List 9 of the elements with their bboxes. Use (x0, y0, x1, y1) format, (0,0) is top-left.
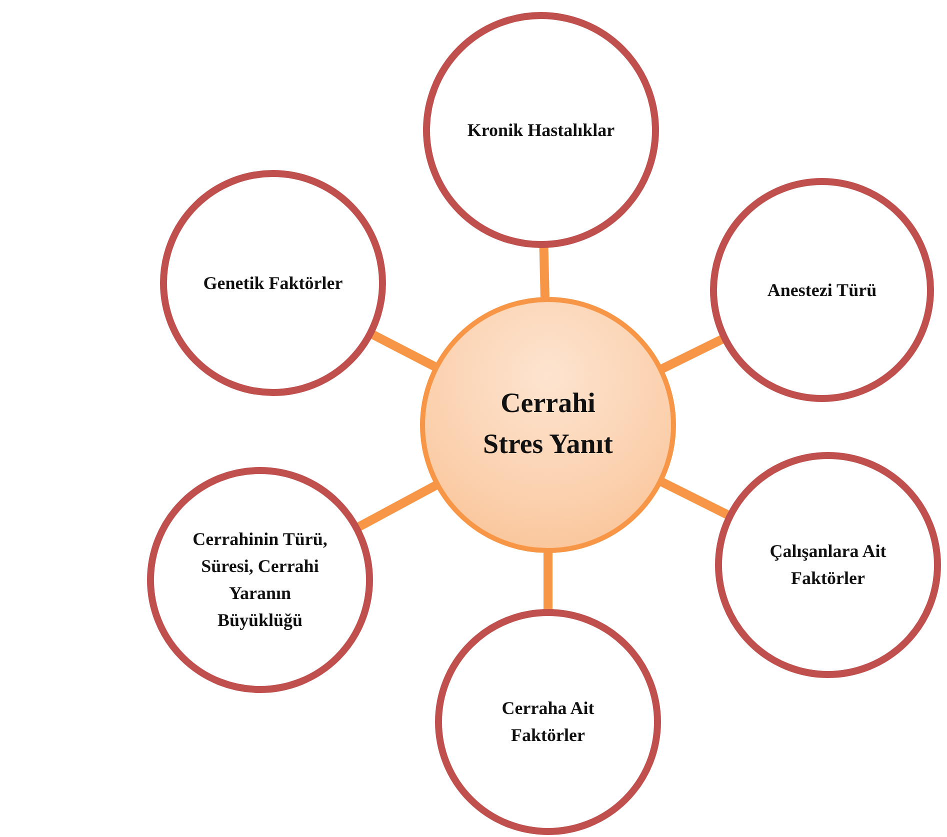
connector-line (544, 551, 552, 612)
circle-label: Anestezi Türü (767, 278, 877, 302)
circle-label: Cerraha Ait Faktörler (500, 697, 596, 747)
connector-line (368, 329, 438, 372)
circle-label: Cerrahinin Türü, Süresi, Cerrahi Yaranın Büyüklüğü (192, 528, 328, 632)
circle-label: Çalışanlara Ait Faktörler (768, 540, 888, 590)
circle-label: Cerrahi Stres Yanıt (482, 387, 614, 462)
circle-label: Kronik Hastalıklar (467, 118, 615, 142)
circle-label: Genetik Faktörler (203, 272, 343, 294)
